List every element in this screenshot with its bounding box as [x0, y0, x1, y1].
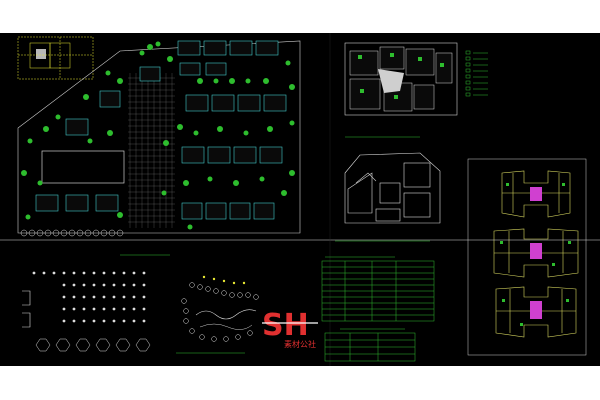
- boundary-markers: [20, 229, 124, 237]
- watermark-logo: SH 素材公社: [258, 305, 320, 351]
- watermark-subtitle: 素材公社: [284, 339, 316, 349]
- data-table: [321, 256, 435, 362]
- key-map: [17, 36, 94, 80]
- cad-drawing: SH 素材公社: [0, 33, 600, 366]
- cad-drawing-viewport[interactable]: SH 素材公社: [0, 33, 600, 366]
- landscape-trees: [21, 41, 295, 230]
- central-plaza: [41, 150, 125, 184]
- column-layout: [22, 254, 170, 352]
- landscape-ring: [176, 275, 259, 354]
- floor-plan-legend: [465, 50, 488, 97]
- apartment-plans: [467, 158, 587, 356]
- site-outline-plan: [335, 152, 441, 242]
- floor-plan-top: [344, 42, 488, 138]
- site-plan: [17, 40, 301, 237]
- paving-grid: [128, 73, 175, 228]
- watermark-letters: SH: [262, 308, 309, 343]
- building-blocks: [35, 40, 287, 220]
